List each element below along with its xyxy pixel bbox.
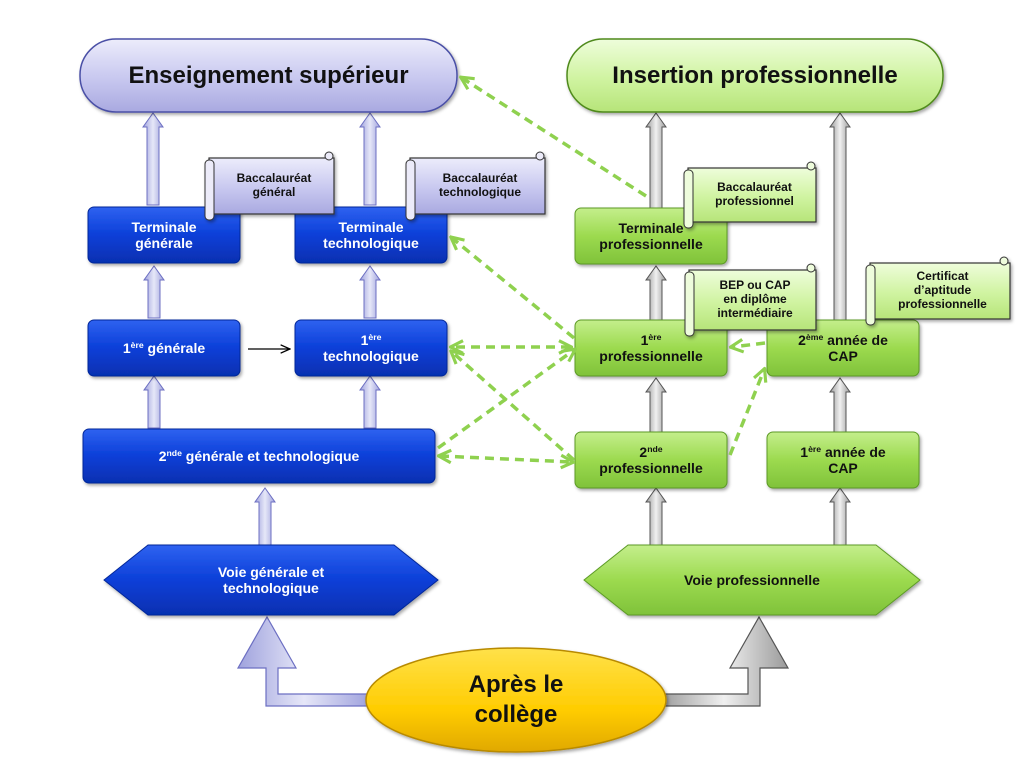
arrow-seconde-pro-up <box>645 377 667 433</box>
dash-seconde-pro-to-premiere-techno <box>452 352 576 462</box>
arrow-voie-pro-to-premiere-cap <box>829 487 851 546</box>
hex-voie-generale <box>103 544 439 616</box>
pro-boxes <box>574 207 921 616</box>
box-seconde <box>82 428 436 484</box>
pro-track-arrows <box>645 112 851 546</box>
arrow-premiere-pro-up <box>645 265 667 321</box>
dash-terminale-pro-to-superieur <box>462 78 647 198</box>
diploma-scrolls <box>204 151 1011 337</box>
hex-voie-pro <box>583 544 921 616</box>
box-deuxieme-cap <box>766 319 920 377</box>
big-arrow-to-general <box>236 615 371 707</box>
general-track-arrows <box>142 112 381 546</box>
scroll-bac-techno <box>405 151 546 221</box>
arrow-terminale-pro-up <box>645 112 667 209</box>
arrow-voie-pro-to-seconde-pro <box>645 487 667 546</box>
box-seconde-pro <box>574 431 728 489</box>
big-arrow-to-pro <box>659 615 790 707</box>
dash-premiere-pro-to-terminale-techno <box>452 238 576 340</box>
dash-seconde-gen-seconde-pro <box>440 456 572 462</box>
dash-seconde-pro-to-cap <box>728 370 764 456</box>
arrow-seconde-to-premiere-tech <box>359 375 381 429</box>
scroll-bac-general <box>204 151 335 221</box>
arrow-voie-gen-to-seconde <box>254 487 276 546</box>
box-premiere-techno <box>294 319 448 377</box>
box-terminale-generale <box>87 206 241 264</box>
scroll-bac-pro <box>683 161 817 229</box>
box-premiere-generale <box>87 319 241 377</box>
arrow-terminale-techno-up <box>359 112 381 206</box>
scroll-cap-cert <box>865 256 1011 326</box>
arrow-premiere-techno-up <box>359 265 381 319</box>
dash-cap-to-premiere-pro <box>732 343 766 347</box>
pill-superieur <box>79 38 458 113</box>
arrow-premiere-generale-up <box>143 265 165 319</box>
scroll-bep-cap <box>684 263 817 337</box>
ellipse-apres-college <box>365 647 667 753</box>
general-boxes <box>82 206 448 616</box>
arrow-terminale-generale-up <box>142 112 164 206</box>
passerelle-arrows <box>438 78 765 462</box>
box-premiere-cap <box>766 431 920 489</box>
arrow-premiere-cap-up <box>829 377 851 433</box>
pill-insertion <box>566 38 944 113</box>
box-terminale-techno <box>294 206 448 264</box>
arrow-cap-up <box>829 112 851 321</box>
arrow-seconde-to-premiere-gen <box>143 375 165 429</box>
